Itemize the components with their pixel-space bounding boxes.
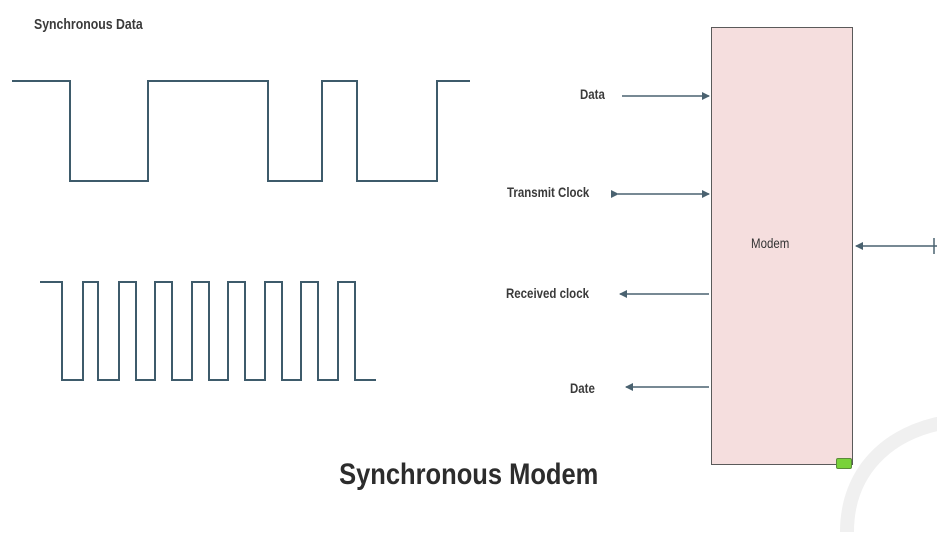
received-clock-label: Received clock [506, 285, 589, 301]
diagram-title: Synchronous Modem [339, 458, 599, 491]
waveform-title: Synchronous Data [34, 16, 143, 33]
status-led-icon [836, 458, 852, 469]
clock-waveform [40, 281, 376, 381]
data-waveform [12, 80, 470, 182]
diagram-canvas [12, 80, 937, 391]
date-signal-label: Date [570, 380, 595, 396]
data-signal-label: Data [580, 86, 605, 102]
transmit-clock-label: Transmit Clock [507, 184, 590, 200]
modem-label: Modem [751, 235, 790, 251]
modem-block [711, 27, 853, 465]
